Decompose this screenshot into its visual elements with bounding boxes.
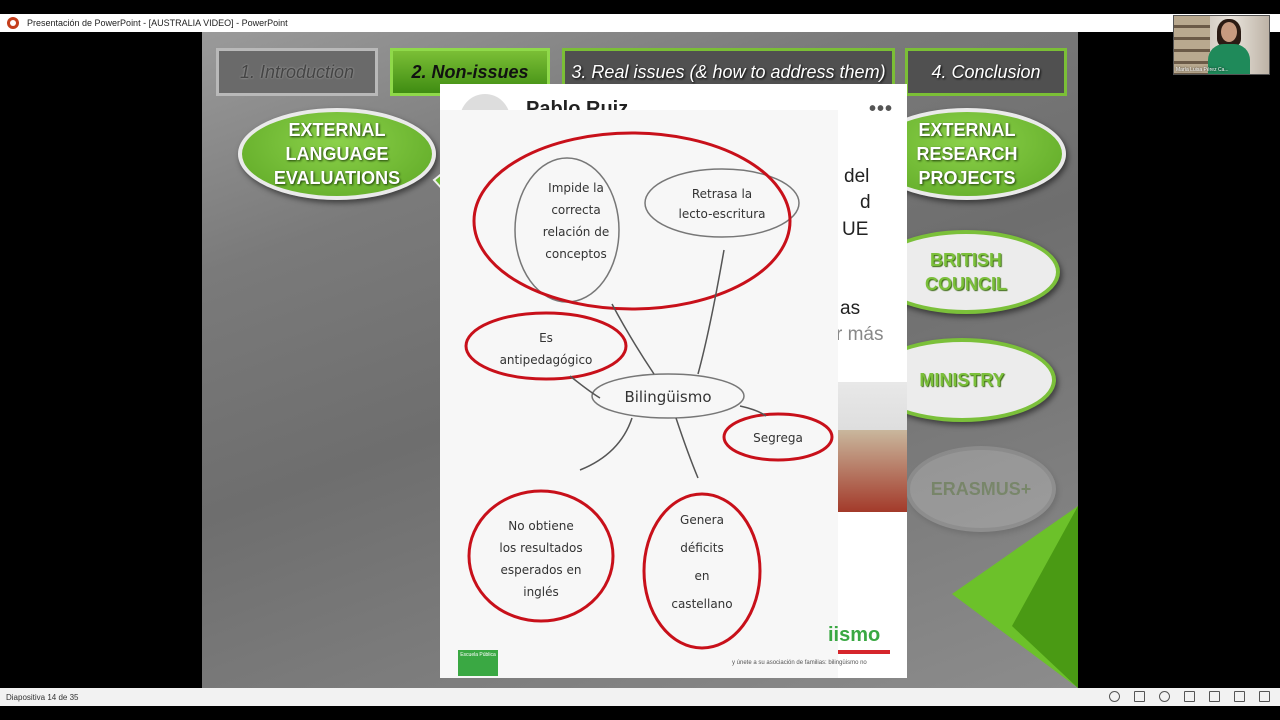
slide-counter: Diapositiva 14 de 35 — [6, 692, 79, 702]
mindmap-node: No obtiene los resultados esperados en i… — [499, 519, 582, 599]
more-options-icon[interactable]: ••• — [868, 98, 893, 120]
svg-text:relación de: relación de — [543, 225, 609, 239]
person-head — [1221, 22, 1237, 42]
logo-underline — [838, 650, 890, 654]
svg-text:castellano: castellano — [671, 597, 732, 611]
svg-text:No obtiene: No obtiene — [508, 519, 574, 533]
slide: 1. Introduction 2. Non-issues 3. Real is… — [202, 32, 1078, 688]
mindmap-node: Impide la correcta relación de conceptos — [543, 181, 609, 261]
red-circle-mark — [642, 492, 762, 650]
svg-text:correcta: correcta — [551, 203, 600, 217]
svg-text:esperados en: esperados en — [501, 563, 582, 577]
previous-slide-icon[interactable] — [1109, 691, 1120, 702]
oval-label: EXTERNAL RESEARCH PROJECTS — [916, 119, 1018, 189]
oval-label: MINISTRY — [919, 369, 1005, 390]
post-snippet: as — [840, 298, 861, 319]
tab-conclusion[interactable]: 4. Conclusion — [905, 48, 1067, 96]
mindmap-node: Es antipedagógico — [500, 331, 593, 367]
external-language-evaluations-oval: EXTERNAL LANGUAGE EVALUATIONS — [238, 108, 436, 200]
person-body — [1208, 44, 1250, 74]
mindmap-node: Genera déficits en castellano — [671, 513, 732, 611]
post-snippet: r más — [836, 324, 884, 345]
window-title: Presentación de PowerPoint - [AUSTRALIA … — [27, 18, 288, 28]
erasmus-oval: ERASMUS+ — [906, 446, 1056, 532]
webcam-thumbnail[interactable]: María Luisa Pérez Ca... — [1173, 15, 1270, 75]
post-snippet: del — [844, 166, 870, 187]
svg-text:Impide la: Impide la — [548, 181, 604, 195]
svg-text:Retrasa la: Retrasa la — [692, 187, 752, 201]
post-footer-text: y únete a su asociación de familias: bil… — [732, 660, 867, 666]
status-bar: Diapositiva 14 de 35 — [0, 688, 1280, 706]
facebook-post-card: Pablo Ruiz ••• del d UE as r más — [440, 84, 907, 678]
mindmap-center-label: Bilingüismo — [624, 388, 711, 406]
next-slide-icon[interactable] — [1159, 691, 1170, 702]
svg-text:conceptos: conceptos — [545, 247, 606, 261]
webcam-name: María Luisa Pérez Ca... — [1176, 67, 1229, 73]
red-circle-mark — [472, 131, 792, 311]
oval-label: BRITISH COUNCIL — [925, 249, 1007, 294]
normal-view-icon[interactable] — [1184, 691, 1195, 702]
red-circle-mark — [464, 311, 628, 381]
svg-text:Segrega: Segrega — [753, 431, 803, 445]
post-image-thumbnail[interactable] — [838, 430, 907, 512]
red-circle-mark — [467, 489, 615, 623]
svg-text:los resultados: los resultados — [499, 541, 582, 555]
pause-icon[interactable] — [1134, 691, 1145, 702]
public-school-logo: Escuela Pública — [458, 650, 498, 676]
svg-text:inglés: inglés — [523, 585, 559, 599]
slideshow-icon[interactable] — [1259, 691, 1270, 702]
svg-text:Es: Es — [539, 331, 553, 345]
svg-text:lecto-escritura: lecto-escritura — [678, 207, 765, 221]
tab-introduction[interactable]: 1. Introduction — [216, 48, 378, 96]
reading-view-icon[interactable] — [1234, 691, 1245, 702]
mindmap-diagram: Bilingüismo Impide la correcta relación … — [464, 131, 834, 650]
svg-text:Genera: Genera — [680, 513, 724, 527]
powerpoint-icon — [7, 17, 19, 29]
post-snippet: UE — [842, 219, 869, 240]
post-snippet: d — [860, 192, 871, 213]
svg-text:déficits: déficits — [680, 541, 723, 555]
mindmap-image: Bilingüismo Impide la correcta relación … — [440, 110, 838, 678]
title-bar: Presentación de PowerPoint - [AUSTRALIA … — [0, 14, 1280, 32]
bilinguismo-logo-text: iismo — [828, 624, 881, 646]
oval-label: EXTERNAL LANGUAGE EVALUATIONS — [273, 119, 401, 189]
svg-text:antipedagógico: antipedagógico — [500, 353, 593, 367]
mindmap-node: Retrasa la lecto-escritura — [678, 187, 765, 221]
svg-text:en: en — [695, 569, 710, 583]
oval-label: ERASMUS+ — [930, 478, 1032, 499]
green-triangle-decoration — [952, 506, 1078, 688]
mindmap-node: Segrega — [753, 431, 803, 445]
red-circle-mark — [722, 412, 834, 462]
bookshelf — [1174, 16, 1210, 74]
slide-sorter-icon[interactable] — [1209, 691, 1220, 702]
